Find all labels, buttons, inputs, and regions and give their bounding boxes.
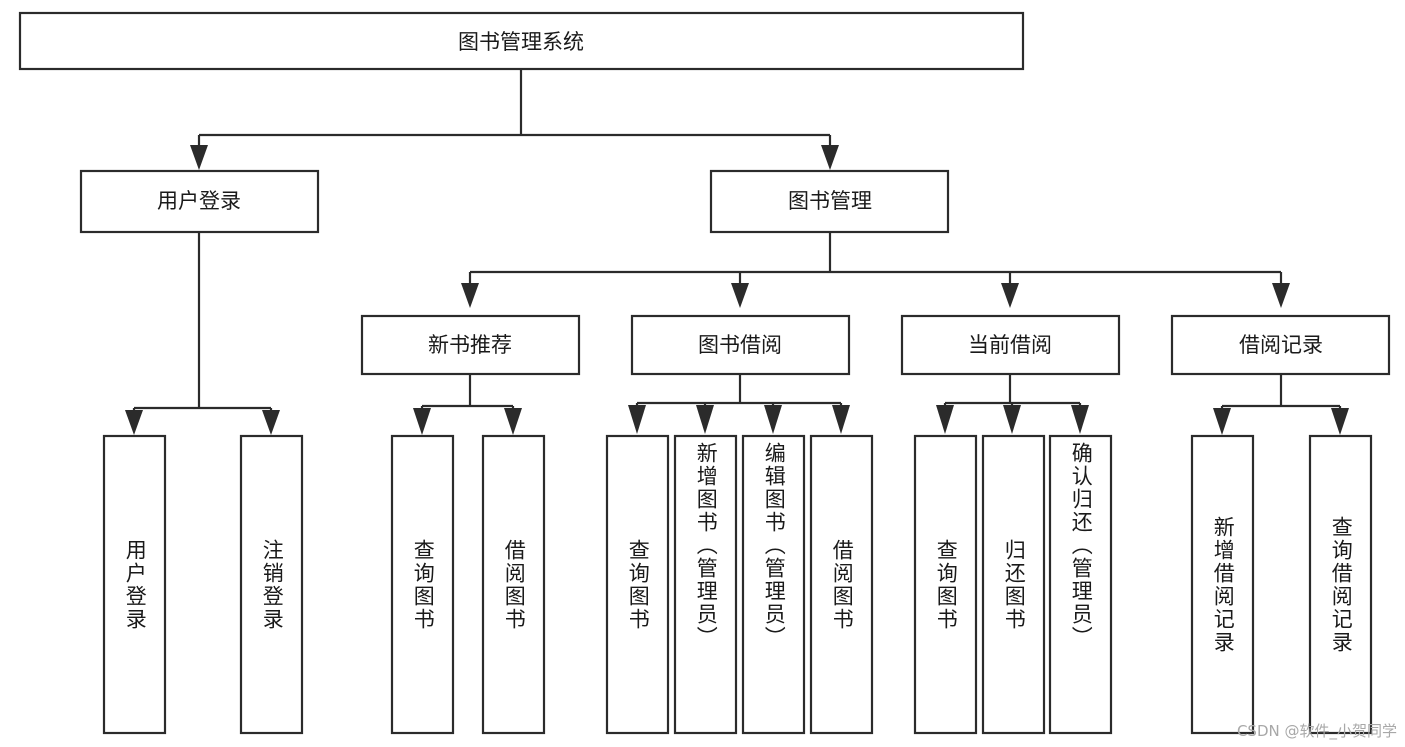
- leaf-label-wrap-user-login-1: 用户登录: [104, 436, 165, 733]
- arrow-head-br-leaf-1: [1213, 408, 1231, 435]
- arrow-head-root-to-book-manage: [821, 145, 839, 170]
- leaf-box-current-borrow-1[interactable]: [913, 434, 978, 735]
- leaf-label-wrap-book-borrow-4: 借阅图书: [811, 436, 872, 733]
- node-book-borrow-label: 图书借阅: [698, 333, 782, 357]
- node-borrow-record-box[interactable]: [1170, 314, 1391, 376]
- node-new-book-box[interactable]: [360, 314, 581, 376]
- arrow-head-user-login-leaf-1: [125, 410, 143, 435]
- leaf-label-book-borrow-1: 查询图书: [626, 538, 651, 631]
- leaf-label-book-borrow-4: 借阅图书: [830, 538, 855, 631]
- leaf-box-user-login-2[interactable]: [239, 434, 304, 735]
- node-borrow-record-label: 借阅记录: [1239, 333, 1323, 357]
- node-user-login-label: 用户登录: [157, 189, 241, 213]
- arrow-head-cb-leaf-3: [1071, 405, 1089, 434]
- leaf-box-book-borrow-3[interactable]: [741, 434, 806, 735]
- watermark-text: CSDN @软件_小贺同学: [1236, 722, 1397, 740]
- leaf-label-wrap-user-login-2: 注销登录: [241, 436, 302, 733]
- arrow-head-cb-leaf-2: [1003, 405, 1021, 434]
- leaf-label-user-login-2: 注销登录: [260, 538, 285, 631]
- leaf-label-current-borrow-2: 归还图书: [1002, 538, 1027, 631]
- leaf-label-wrap-book-borrow-3: 编辑图书（管理员）: [743, 436, 804, 733]
- leaf-box-book-borrow-1[interactable]: [605, 434, 670, 735]
- leaf-label-wrap-new-book-2: 借阅图书: [483, 436, 544, 733]
- leaf-label-wrap-book-borrow-1: 查询图书: [607, 436, 668, 733]
- arrow-head-bb-leaf-4: [832, 405, 850, 434]
- node-book-manage-label: 图书管理: [788, 189, 872, 213]
- leaf-label-wrap-borrow-record-2: 查询借阅记录: [1310, 436, 1371, 733]
- node-new-book-label: 新书推荐: [428, 333, 512, 357]
- arrow-head-cb-leaf-1: [936, 405, 954, 434]
- leaf-label-user-login-1: 用户登录: [123, 538, 148, 631]
- leaf-label-borrow-record-1: 新增借阅记录: [1211, 515, 1236, 654]
- leaf-box-new-book-1[interactable]: [390, 434, 455, 735]
- leaf-label-new-book-1: 查询图书: [411, 538, 436, 631]
- arrow-head-user-login-leaf-2: [262, 410, 280, 435]
- arrow-head-bb-leaf-2: [696, 405, 714, 434]
- arrow-head-nb-leaf-2: [504, 408, 522, 435]
- leaf-label-wrap-new-book-1: 查询图书: [392, 436, 453, 733]
- leaf-label-wrap-current-borrow-1: 查询图书: [915, 436, 976, 733]
- leaf-label-current-borrow-3: 确认归还（管理员）: [1069, 442, 1094, 649]
- node-root-box[interactable]: [18, 11, 1025, 71]
- leaf-label-wrap-book-borrow-2: 新增图书（管理员）: [675, 436, 736, 733]
- leaf-label-current-borrow-1: 查询图书: [934, 538, 959, 631]
- leaf-label-book-borrow-2: 新增图书（管理员）: [694, 442, 719, 649]
- leaf-label-book-borrow-3: 编辑图书（管理员）: [762, 442, 787, 649]
- node-root-label: 图书管理系统: [458, 30, 584, 54]
- leaf-box-new-book-2[interactable]: [481, 434, 546, 735]
- arrow-head-bm-to-current-borrow: [1001, 283, 1019, 308]
- arrow-head-root-to-user-login: [190, 145, 208, 170]
- leaf-box-current-borrow-2[interactable]: [981, 434, 1046, 735]
- leaf-label-wrap-borrow-record-1: 新增借阅记录: [1192, 436, 1253, 733]
- leaf-label-borrow-record-2: 查询借阅记录: [1329, 515, 1354, 654]
- leaf-box-book-borrow-4[interactable]: [809, 434, 874, 735]
- leaf-box-current-borrow-3[interactable]: [1048, 434, 1113, 735]
- arrow-head-br-leaf-2: [1331, 408, 1349, 435]
- node-current-borrow-label: 当前借阅: [968, 333, 1052, 357]
- leaf-box-borrow-record-1[interactable]: [1190, 434, 1255, 735]
- leaf-box-borrow-record-2[interactable]: [1308, 434, 1373, 735]
- leaf-box-book-borrow-2[interactable]: [673, 434, 738, 735]
- leaf-box-user-login-1[interactable]: [102, 434, 167, 735]
- arrow-head-bb-leaf-1: [628, 405, 646, 434]
- arrow-head-bm-to-new-book: [461, 283, 479, 308]
- arrow-head-bb-leaf-3: [764, 405, 782, 434]
- leaf-label-wrap-current-borrow-2: 归还图书: [983, 436, 1044, 733]
- leaf-label-wrap-current-borrow-3: 确认归还（管理员）: [1050, 436, 1111, 733]
- arrow-head-bm-to-borrow-record: [1272, 283, 1290, 308]
- leaf-label-new-book-2: 借阅图书: [502, 538, 527, 631]
- arrow-head-nb-leaf-1: [413, 408, 431, 435]
- node-current-borrow-box[interactable]: [900, 314, 1121, 376]
- arrow-head-bm-to-book-borrow: [731, 283, 749, 308]
